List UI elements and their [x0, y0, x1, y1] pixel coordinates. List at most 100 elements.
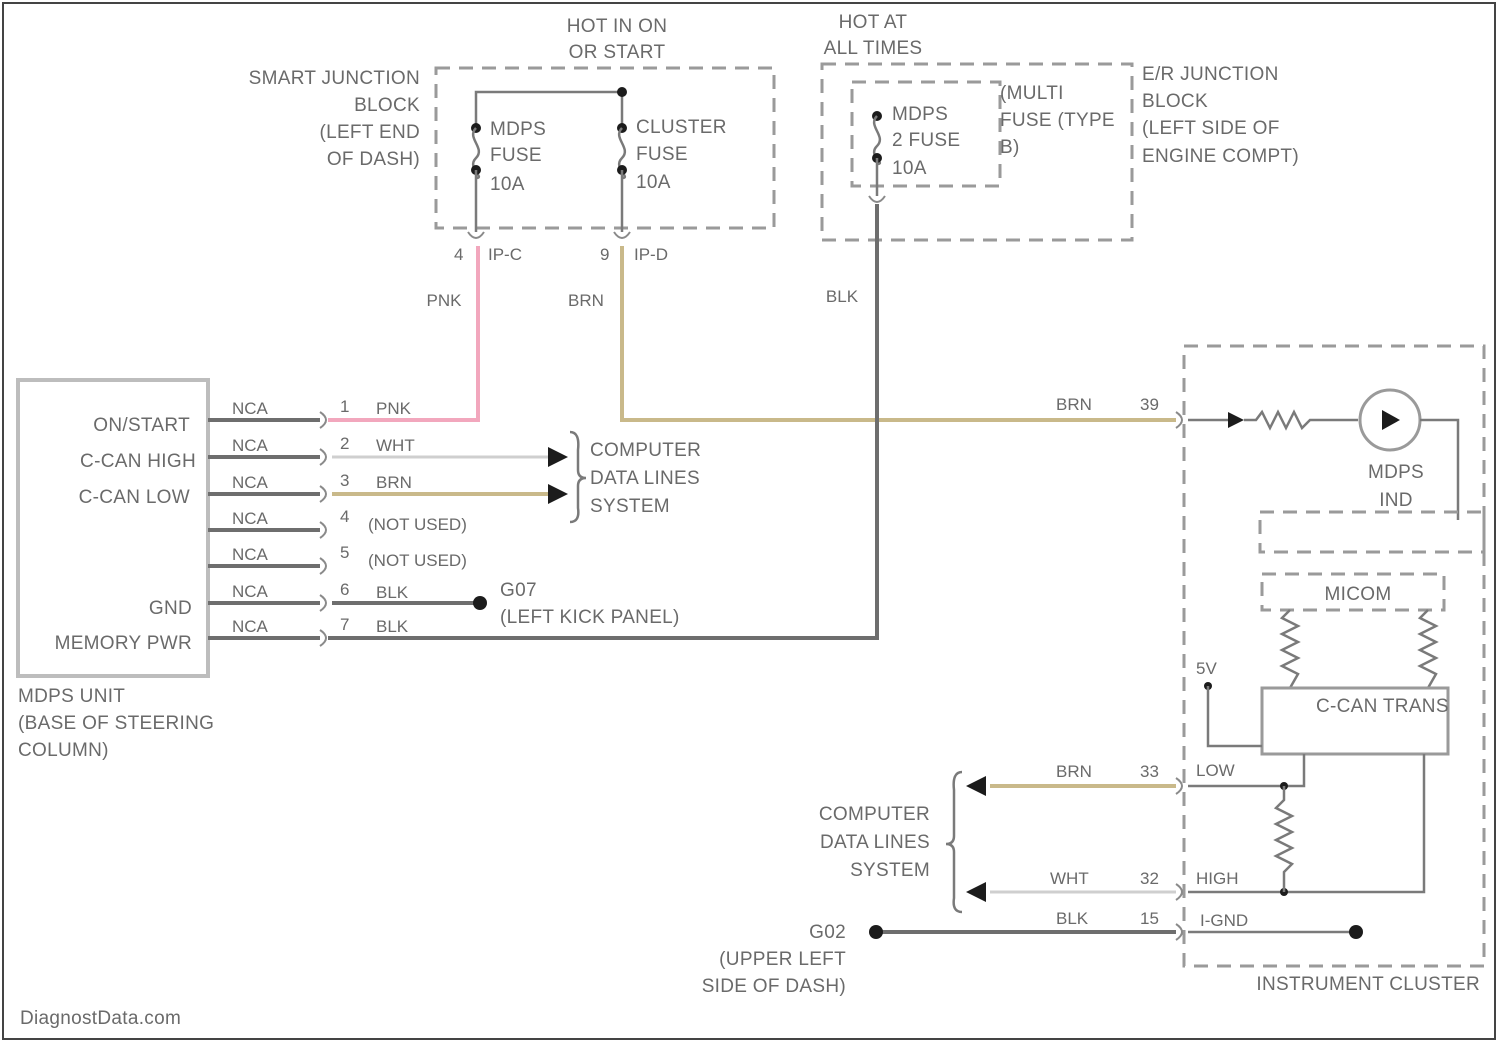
cluster-gnd-pin: 15 — [1140, 909, 1159, 928]
computer-data-lines-1-line1: COMPUTER — [590, 440, 701, 461]
pin6-nca: NCA — [232, 582, 269, 601]
mdps-fuse-label-1: MDPS — [490, 119, 546, 140]
pin1-function: ON/START — [93, 415, 190, 436]
pin5-nca: NCA — [232, 545, 269, 564]
watermark-text: DiagnostData.com — [20, 1008, 181, 1029]
mdps-ind-label-1: MDPS — [1368, 462, 1424, 483]
pin3-connector — [320, 486, 326, 502]
computer-data-lines-2-line3: SYSTEM — [850, 860, 930, 881]
pin1-wire-color: PNK — [376, 399, 412, 418]
pin4-connector — [320, 522, 326, 538]
sjb-label-3: (LEFT END — [319, 122, 420, 143]
pin2-wire-color: WHT — [376, 436, 415, 455]
mdps-ind-label-2: IND — [1379, 490, 1413, 511]
indicator-return-wire — [1420, 420, 1458, 520]
cluster-brn-label: BRN — [1056, 395, 1092, 414]
sjb-label-1: SMART JUNCTION — [249, 68, 420, 89]
mdps2-fuse-label-3: 10A — [892, 158, 927, 179]
pin4-wire-color: (NOT USED) — [368, 515, 467, 534]
ipc-pin-number: 4 — [454, 245, 463, 264]
pin3-function: C-CAN LOW — [79, 487, 190, 508]
instrument-cluster-caption: INSTRUMENT CLUSTER — [1256, 974, 1480, 995]
micom-link-left — [1282, 610, 1298, 688]
er-junction-block-box — [822, 64, 1132, 240]
pin5-number: 5 — [340, 543, 349, 562]
hot-in-on-line1: HOT IN ON — [567, 16, 668, 37]
pin3-nca: NCA — [232, 473, 269, 492]
pin2-nca: NCA — [232, 436, 269, 455]
pin5-connector — [320, 558, 326, 574]
mdps2-fuse-label-2: 2 FUSE — [892, 130, 960, 151]
brn-wire-label: BRN — [568, 291, 604, 310]
pin7-function: MEMORY PWR — [55, 633, 192, 654]
mdps-fuse-label-2: FUSE — [490, 145, 542, 166]
blk-wire-label: BLK — [826, 287, 859, 306]
mdps-unit-caption-1: MDPS UNIT — [18, 686, 125, 707]
mdps-unit-caption-3: COLUMN) — [18, 740, 109, 761]
mdps-fuse-label-3: 10A — [490, 174, 525, 195]
can-transceiver-label: C-CAN TRANS — [1316, 696, 1449, 717]
indicator-resistor — [1244, 412, 1358, 428]
five-volt-wire — [1208, 686, 1262, 746]
er-jb-label-2: BLOCK — [1142, 91, 1208, 112]
computer-data-lines-1-line2: DATA LINES — [590, 468, 700, 489]
ipd-connector-label: IP-D — [634, 245, 668, 264]
can-low-arrow — [548, 484, 568, 504]
pin5-wire-color: (NOT USED) — [368, 551, 467, 570]
pin6-function: GND — [149, 598, 192, 619]
sjb-label-2: BLOCK — [354, 95, 420, 116]
ipd-connector — [614, 232, 630, 238]
pin1-number: 1 — [340, 397, 349, 416]
cluster-high-label: HIGH — [1196, 869, 1239, 888]
er-jb-label-3: (LEFT SIDE OF — [1142, 118, 1280, 139]
computer-data-lines-2-line1: COMPUTER — [819, 804, 930, 825]
cluster-pin15-connector — [1176, 924, 1182, 940]
pin2-number: 2 — [340, 434, 349, 453]
sjb-label-4: OF DASH) — [327, 149, 420, 170]
pin7-connector — [320, 630, 326, 646]
computer-data-lines-1-line3: SYSTEM — [590, 496, 670, 517]
ground-g02-location-1: (UPPER LEFT — [719, 949, 846, 970]
pin3-wire-color: BRN — [376, 473, 412, 492]
pin7-nca: NCA — [232, 617, 269, 636]
computer-data-lines-2-line2: DATA LINES — [820, 832, 930, 853]
cluster-can-low-arrow — [966, 776, 986, 796]
ipd-pin-number: 9 — [600, 245, 609, 264]
cluster-fuse-label-3: 10A — [636, 172, 671, 193]
ground-g02-label: G02 — [809, 922, 846, 943]
pin1-nca: NCA — [232, 399, 269, 418]
hot-at-line1: HOT AT — [839, 12, 908, 33]
data-lines-bracket-2 — [946, 772, 962, 912]
five-volt-label: 5V — [1196, 659, 1217, 678]
pin7-number: 7 — [340, 615, 349, 634]
ipc-connector-label: IP-C — [488, 245, 522, 264]
ground-g02-dot — [869, 925, 883, 939]
pnk-wire-label: PNK — [427, 291, 463, 310]
cluster-igd-label: I-GND — [1200, 911, 1248, 930]
cluster-gnd-color: BLK — [1056, 909, 1089, 928]
er-jb-connector — [869, 196, 885, 202]
pin7-wire-color: BLK — [376, 617, 409, 636]
brn-wire-cluster — [622, 246, 1176, 420]
micom-label: MICOM — [1325, 584, 1392, 605]
cluster-inner-box — [1260, 512, 1484, 552]
er-jb-label-4: ENGINE COMPT) — [1142, 146, 1299, 167]
pin2-function: C-CAN HIGH — [80, 451, 196, 472]
ground-g07-location: (LEFT KICK PANEL) — [500, 607, 680, 628]
data-lines-bracket-1 — [570, 432, 586, 522]
micom-link-right — [1420, 610, 1436, 688]
cluster-can-high-arrow — [966, 882, 986, 902]
cluster-low-color: BRN — [1056, 762, 1092, 781]
ground-g07-dot — [473, 596, 487, 610]
hot-in-on-line2: OR START — [569, 42, 666, 63]
cluster-high-color: WHT — [1050, 869, 1089, 888]
multi-fuse-label-1: (MULTI — [1000, 83, 1064, 104]
ground-g07-label: G07 — [500, 580, 537, 601]
pin6-wire-color: BLK — [376, 583, 409, 602]
can-high-arrow — [548, 447, 568, 467]
pin2-connector — [320, 449, 326, 465]
cluster-internal-ground-dot — [1349, 925, 1363, 939]
pin6-connector — [320, 595, 326, 611]
ipc-connector — [468, 232, 484, 238]
